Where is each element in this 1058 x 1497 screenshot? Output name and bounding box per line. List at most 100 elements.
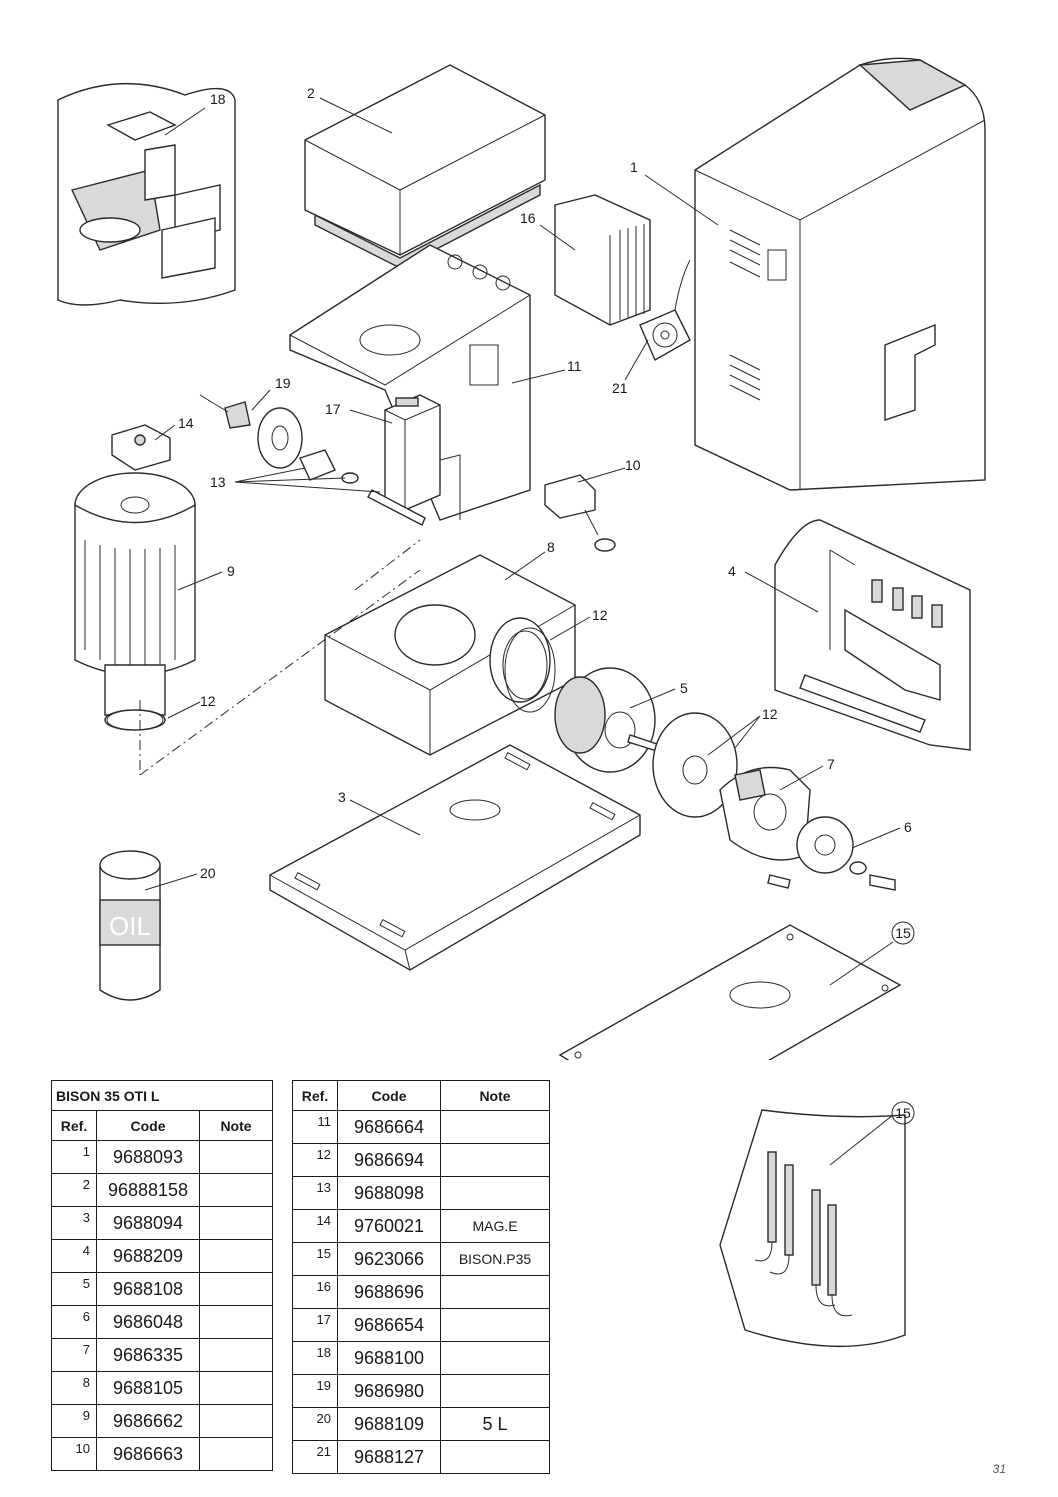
code-cell: 9686980 xyxy=(337,1374,441,1408)
ref-cell: 11 xyxy=(292,1110,338,1144)
ref-cell: 16 xyxy=(292,1275,338,1309)
ref-cell: 9 xyxy=(51,1404,97,1438)
column-header-note: Note xyxy=(199,1110,273,1141)
code-cell: 9688108 xyxy=(96,1272,200,1306)
callout-11: 11 xyxy=(567,358,582,374)
callout-4: 4 xyxy=(728,563,736,579)
callout-15-a: 15 xyxy=(895,925,911,941)
code-cell: 9686662 xyxy=(96,1404,200,1438)
code-cell: 9688098 xyxy=(337,1176,441,1210)
note-cell xyxy=(199,1206,273,1240)
ref-cell: 6 xyxy=(51,1305,97,1339)
callout-16: 16 xyxy=(520,210,536,226)
code-cell: 9688094 xyxy=(96,1206,200,1240)
table-title: BISON 35 OTI L xyxy=(51,1080,273,1111)
callout-3: 3 xyxy=(338,789,346,805)
part-5-crown-gear xyxy=(554,667,661,773)
part-18-bracket-kit xyxy=(57,83,236,306)
leader-lines xyxy=(144,97,901,986)
note-cell xyxy=(440,1374,550,1408)
note-cell xyxy=(199,1305,273,1339)
note-cell: MAG.E xyxy=(440,1209,550,1243)
code-cell: 9688696 xyxy=(337,1275,441,1309)
part-15-anchor-bolts: 15 xyxy=(719,1101,915,1348)
note-cell xyxy=(440,1275,550,1309)
column-header-code: Code xyxy=(337,1080,441,1111)
callout-18: 18 xyxy=(210,91,226,107)
ref-cell: 12 xyxy=(292,1143,338,1177)
part-8-gearbox xyxy=(324,554,576,756)
ref-cell: 3 xyxy=(51,1206,97,1240)
part-17-capacitor xyxy=(384,394,441,511)
code-cell: 9686335 xyxy=(96,1338,200,1372)
code-cell: 9688209 xyxy=(96,1239,200,1273)
ref-cell: 2 xyxy=(51,1173,97,1207)
note-cell xyxy=(199,1338,273,1372)
code-cell: 9688093 xyxy=(96,1140,200,1174)
code-cell: 9686663 xyxy=(96,1437,200,1471)
callout-14: 14 xyxy=(178,415,194,431)
code-cell: 9686048 xyxy=(96,1305,200,1339)
code-cell: 9686664 xyxy=(337,1110,441,1144)
code-cell: 9686694 xyxy=(337,1143,441,1177)
oil-can-label: OIL xyxy=(109,911,151,941)
ref-cell: 8 xyxy=(51,1371,97,1405)
ref-cell: 14 xyxy=(292,1209,338,1243)
note-cell xyxy=(199,1272,273,1306)
part-16-heatsink xyxy=(554,194,651,326)
page-number: 31 xyxy=(992,1462,1006,1476)
part-1-housing-cover xyxy=(694,57,986,491)
code-cell: 9623066 xyxy=(337,1242,441,1276)
callout-15-b: 15 xyxy=(895,1105,911,1121)
note-cell xyxy=(199,1437,273,1471)
note-cell xyxy=(440,1440,550,1474)
note-cell xyxy=(199,1140,273,1174)
callout-2: 2 xyxy=(307,85,315,101)
part-6-pinion xyxy=(767,816,896,891)
callout-12-a: 12 xyxy=(592,607,608,623)
part-19-encoder xyxy=(199,394,303,469)
callout-19: 19 xyxy=(275,375,291,391)
note-cell xyxy=(440,1143,550,1177)
column-header-note: Note xyxy=(440,1080,550,1111)
part-21-fan xyxy=(639,259,691,361)
callout-12-b: 12 xyxy=(200,693,216,709)
column-header-ref: Ref. xyxy=(51,1110,97,1141)
part-15-foundation-plate xyxy=(558,924,902,1060)
note-cell xyxy=(440,1110,550,1144)
exploded-parts-diagram: OIL 18 xyxy=(57,57,986,1060)
part-9-motor xyxy=(74,472,196,731)
callout-10: 10 xyxy=(625,457,641,473)
note-cell xyxy=(199,1404,273,1438)
part-10-switch xyxy=(544,474,616,552)
ref-cell: 19 xyxy=(292,1374,338,1408)
part-13-sensors xyxy=(299,449,426,526)
column-header-ref: Ref. xyxy=(292,1080,338,1111)
callout-1: 1 xyxy=(630,159,638,175)
ref-cell: 18 xyxy=(292,1341,338,1375)
part-12-seals xyxy=(106,627,738,818)
note-cell xyxy=(440,1308,550,1342)
callout-8: 8 xyxy=(547,539,555,555)
ref-cell: 17 xyxy=(292,1308,338,1342)
callout-5: 5 xyxy=(680,680,688,696)
code-cell: 9688105 xyxy=(96,1371,200,1405)
callouts: 18 2 1 16 11 21 19 17 14 13 10 9 8 4 12 … xyxy=(178,85,915,945)
callout-13: 13 xyxy=(210,474,226,490)
part-3-base-plate xyxy=(269,744,641,971)
